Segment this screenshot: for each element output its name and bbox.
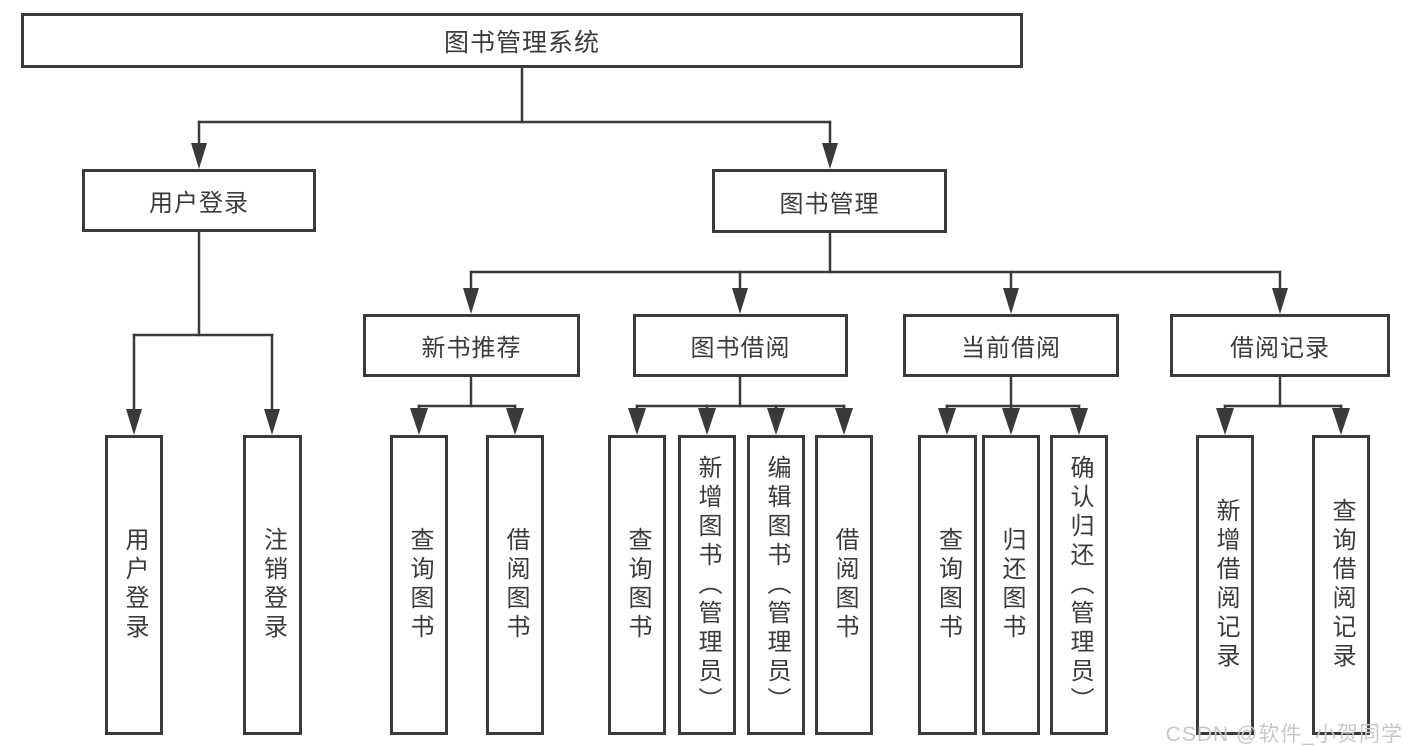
- leaf-current-query-books-label: 查询图书: [934, 527, 962, 643]
- node-book-management-label: 图书管理: [779, 190, 880, 218]
- leaf-logout: 注销登录: [243, 435, 302, 735]
- leaf-borrowing-borrow-books: 借阅图书: [815, 435, 873, 735]
- leaf-records-add-record-label: 新增借阅记录: [1212, 498, 1239, 672]
- leaf-borrowing-edit-books-admin-label: 编辑图书（管理员）: [763, 454, 790, 716]
- leaf-newbooks-borrow-books-label: 借阅图书: [502, 527, 529, 643]
- leaf-newbooks-borrow-books: 借阅图书: [486, 435, 544, 735]
- leaf-records-query-record: 查询借阅记录: [1312, 435, 1370, 735]
- node-borrowing-records-label: 借阅记录: [1230, 335, 1330, 362]
- node-book-borrowing: 图书借阅: [633, 314, 848, 377]
- leaf-borrowing-borrow-books-label: 借阅图书: [831, 527, 858, 643]
- node-root-label: 图书管理系统: [443, 28, 600, 57]
- node-new-book-recommend-label: 新书推荐: [421, 335, 522, 362]
- leaf-current-query-books: 查询图书: [918, 435, 977, 735]
- leaf-borrowing-query-books: 查询图书: [608, 435, 666, 735]
- node-user-login: 用户登录: [82, 169, 316, 232]
- node-current-borrowing: 当前借阅: [903, 314, 1119, 377]
- leaf-borrowing-add-books-admin-label: 新增图书（管理员）: [694, 454, 721, 716]
- node-user-login-label: 用户登录: [149, 190, 249, 217]
- leaf-records-add-record: 新增借阅记录: [1196, 435, 1254, 735]
- leaf-user-login: 用户登录: [105, 435, 163, 735]
- node-new-book-recommend: 新书推荐: [363, 314, 580, 377]
- leaf-current-return-books: 归还图书: [982, 435, 1040, 735]
- leaf-newbooks-query-books-label: 查询图书: [406, 527, 433, 643]
- leaf-user-login-label: 用户登录: [121, 527, 148, 643]
- leaf-current-confirm-return-admin: 确认归还（管理员）: [1050, 435, 1108, 735]
- watermark: CSDN @软件_小贺同学: [1165, 723, 1403, 746]
- leaf-borrowing-edit-books-admin: 编辑图书（管理员）: [747, 435, 805, 735]
- leaf-borrowing-query-books-label: 查询图书: [624, 527, 651, 643]
- node-book-management: 图书管理: [712, 169, 947, 233]
- node-current-borrowing-label: 当前借阅: [961, 335, 1061, 362]
- leaf-current-confirm-return-admin-label: 确认归还（管理员）: [1066, 454, 1093, 716]
- leaf-current-return-books-label: 归还图书: [998, 527, 1025, 643]
- leaf-logout-label: 注销登录: [259, 527, 287, 643]
- leaf-borrowing-add-books-admin: 新增图书（管理员）: [678, 435, 736, 735]
- leaf-records-query-record-label: 查询借阅记录: [1328, 498, 1355, 672]
- node-borrowing-records: 借阅记录: [1170, 314, 1390, 377]
- node-root: 图书管理系统: [21, 13, 1023, 68]
- leaf-newbooks-query-books: 查询图书: [390, 435, 448, 735]
- node-book-borrowing-label: 图书借阅: [690, 335, 791, 362]
